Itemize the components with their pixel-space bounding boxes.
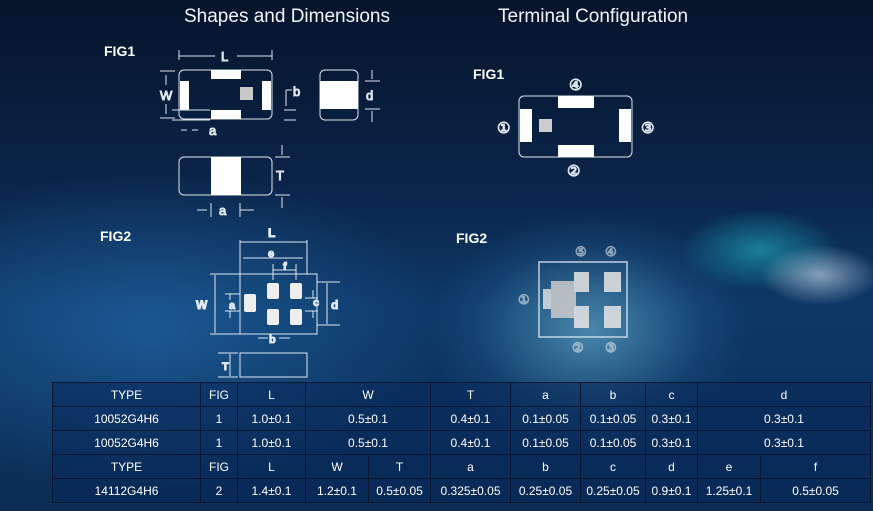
table-cell: 0.1±0.05: [580, 430, 647, 455]
table-cell: 0.325±0.05: [430, 478, 512, 503]
terminal-2-label: ②: [567, 163, 580, 180]
table-cell: 10052G4H6: [52, 430, 201, 455]
diagrams: L W b a d T a L e f W a c d b T: [160, 49, 655, 378]
table-cell: 0.3±0.1: [697, 430, 872, 455]
table-cell: b: [510, 454, 582, 479]
terminal-fig1-diagram: [518, 95, 633, 158]
terminal2-4-label: ④: [605, 244, 617, 259]
table-cell: 0.1±0.05: [510, 430, 582, 455]
table-cell: 0.1±0.05: [510, 406, 582, 431]
shapes-dimensions-title: Shapes and Dimensions: [184, 6, 390, 27]
table-cell: d: [697, 382, 872, 407]
table-cell: 1: [200, 406, 238, 431]
terminal-1-label: ①: [497, 120, 510, 137]
fig1-side-view: [178, 145, 290, 217]
table-cell: 0.3±0.1: [645, 406, 699, 431]
dim-fig1-label: FIG1: [104, 43, 136, 59]
table-cell: 0.9±0.1: [645, 478, 699, 503]
table-cell: 0.1±0.05: [580, 406, 647, 431]
table-cell: c: [645, 382, 699, 407]
table-cell: 14112G4H6: [52, 478, 201, 503]
table-cell: W: [305, 454, 369, 479]
table-cell: TYPE: [52, 454, 201, 479]
terminal2-2-label: ②: [572, 340, 584, 355]
terminal-configuration-title: Terminal Configuration: [498, 6, 689, 27]
dim-fig2-label: FIG2: [100, 228, 132, 244]
table-cell: 0.4±0.1: [430, 406, 512, 431]
table-cell: 0.5±0.05: [760, 478, 872, 503]
table-cell: c: [580, 454, 647, 479]
fig1-side-a-label: a: [219, 203, 227, 218]
table-cell: 1.4±0.1: [237, 478, 306, 503]
table-cell: TYPE: [52, 382, 201, 407]
table-cell: e: [697, 454, 762, 479]
table-cell: FIG: [200, 454, 238, 479]
table-cell: L: [237, 382, 306, 407]
table-cell: 0.3±0.1: [645, 430, 699, 455]
fig2-f-label: f: [283, 261, 287, 273]
fig1-W-label: W: [160, 88, 173, 103]
table-cell: 2: [200, 478, 238, 503]
fig2-b-label: b: [269, 334, 276, 346]
table-cell: a: [430, 454, 512, 479]
table-cell: 10052G4H6: [52, 406, 201, 431]
terminal-3-label: ③: [641, 120, 654, 137]
table-cell: d: [645, 454, 699, 479]
table-cell: 1: [200, 430, 238, 455]
fig2-e-label: e: [268, 248, 274, 260]
table-cell: 0.3±0.1: [697, 406, 872, 431]
table-cell: 1.25±0.1: [697, 478, 762, 503]
table-cell: W: [304, 382, 432, 407]
table-cell: T: [430, 382, 512, 407]
terminal2-1-label: ①: [518, 292, 530, 307]
terminal-4-label: ④: [569, 77, 582, 94]
table-cell: 1.0±0.1: [237, 430, 306, 455]
term-fig1-label: FIG1: [473, 66, 505, 82]
fig2-a-label: a: [229, 300, 236, 312]
fig2-W-label: W: [196, 298, 208, 312]
term-fig2-label: FIG2: [456, 230, 488, 246]
table-cell: FIG: [200, 382, 238, 407]
table-cell: 0.5±0.1: [304, 430, 432, 455]
fig1-L-label: L: [221, 49, 228, 64]
fig1-T-label: T: [276, 168, 284, 183]
fig2-c-label: c: [313, 297, 319, 309]
fig1-d-label: d: [366, 88, 373, 103]
terminal2-5-label: ⑤: [575, 244, 587, 259]
fig1-top-view: [160, 50, 296, 131]
fig2-L-label: L: [268, 226, 275, 240]
fig1-b-label: b: [293, 84, 300, 99]
terminal-fig2-diagram: [538, 261, 628, 338]
table-cell: 1.2±0.1: [305, 478, 369, 503]
table-cell: 0.5±0.05: [367, 478, 432, 503]
table-cell: f: [760, 454, 872, 479]
table-cell: a: [510, 382, 582, 407]
table-cell: T: [367, 454, 432, 479]
table-cell: L: [237, 454, 306, 479]
terminal2-3-label: ③: [605, 340, 617, 355]
table-cell: 0.5±0.1: [304, 406, 432, 431]
fig1-a-label: a: [209, 123, 217, 138]
table-cell: 1.0±0.1: [237, 406, 306, 431]
table-cell: b: [580, 382, 647, 407]
table-cell: 0.4±0.1: [430, 430, 512, 455]
fig1-end-view: [319, 69, 380, 122]
table-cell: 0.25±0.05: [580, 478, 647, 503]
fig2-d-label: d: [331, 298, 338, 312]
table-cell: 0.25±0.05: [510, 478, 582, 503]
fig2-top-view: [210, 240, 340, 378]
fig2-T-label: T: [222, 361, 229, 373]
